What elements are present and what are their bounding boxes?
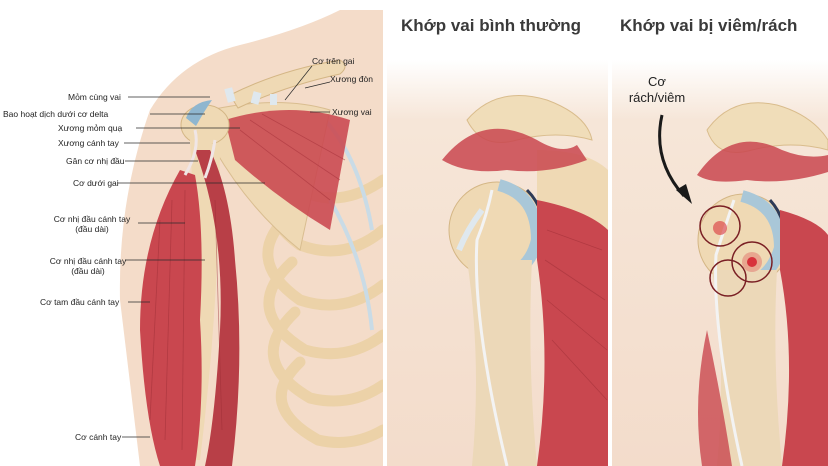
label-mom-cung-vai: Mỏm cùng vai (68, 92, 121, 102)
inflamed-shoulder-title: Khớp vai bị viêm/rách (620, 16, 798, 35)
label-co-nhi-dau-dai: Cơ nhị đầu cánh tay (đầu dài) (48, 214, 136, 234)
torn-muscle-note: Cơ rách/viêm (620, 74, 694, 106)
label-co-nhi-dau-dai-line2: (đầu dài) (75, 224, 109, 234)
panel-divider (383, 0, 387, 466)
inflamed-shoulder-panel: Khớp vai bị viêm/rách Cơ rách/viêm (612, 0, 828, 466)
panel-divider-2 (608, 0, 612, 466)
torn-muscle-note-line1: Cơ (648, 74, 666, 89)
label-gan-co-nhi-dau: Gân cơ nhị đầu (66, 156, 125, 166)
normal-shoulder-panel: Khớp vai bình thường (387, 0, 608, 466)
pointer-arrow (658, 114, 686, 197)
normal-shoulder-title: Khớp vai bình thường (401, 16, 582, 35)
torn-muscle-note-line2: rách/viêm (628, 90, 686, 105)
label-co-nhi-dau-ngan: Cơ nhị đầu cánh tay (đầu dài) (44, 256, 132, 276)
label-co-duoi-gai: Cơ dưới gai (73, 178, 119, 188)
label-co-canh-tay: Cơ cánh tay (75, 432, 122, 442)
label-xuong-canh-tay: Xương cánh tay (58, 138, 119, 148)
label-co-nhi-dau-dai-line1: Cơ nhị đầu cánh tay (53, 214, 131, 224)
normal-shoulder-illustration (442, 95, 608, 466)
label-xuong-mom-qua: Xương mỏm quạ (58, 123, 123, 133)
inflamed-shoulder-illustration (658, 102, 828, 466)
inflamed-spot-upper (699, 205, 741, 247)
inflamed-spot-lower (709, 259, 747, 297)
anatomy-panel: Mỏm cùng vai Bao hoạt dịch dưới cơ delta… (0, 0, 383, 466)
label-xuong-vai: Xương vai (332, 107, 372, 117)
label-co-nhi-dau-ngan-line2: (đầu dài) (71, 266, 105, 276)
label-co-tam-dau: Cơ tam đầu cánh tay (40, 297, 120, 307)
label-xuong-don: Xương đòn (330, 74, 373, 84)
anatomy-illustration (118, 10, 383, 466)
label-co-tren-gai: Cơ trên gai (312, 56, 355, 66)
inflamed-spot-center (731, 241, 773, 283)
label-co-nhi-dau-ngan-line1: Cơ nhị đầu cánh tay (49, 256, 127, 266)
label-bao-hoat-dich: Bao hoạt dịch dưới cơ delta (3, 109, 109, 119)
